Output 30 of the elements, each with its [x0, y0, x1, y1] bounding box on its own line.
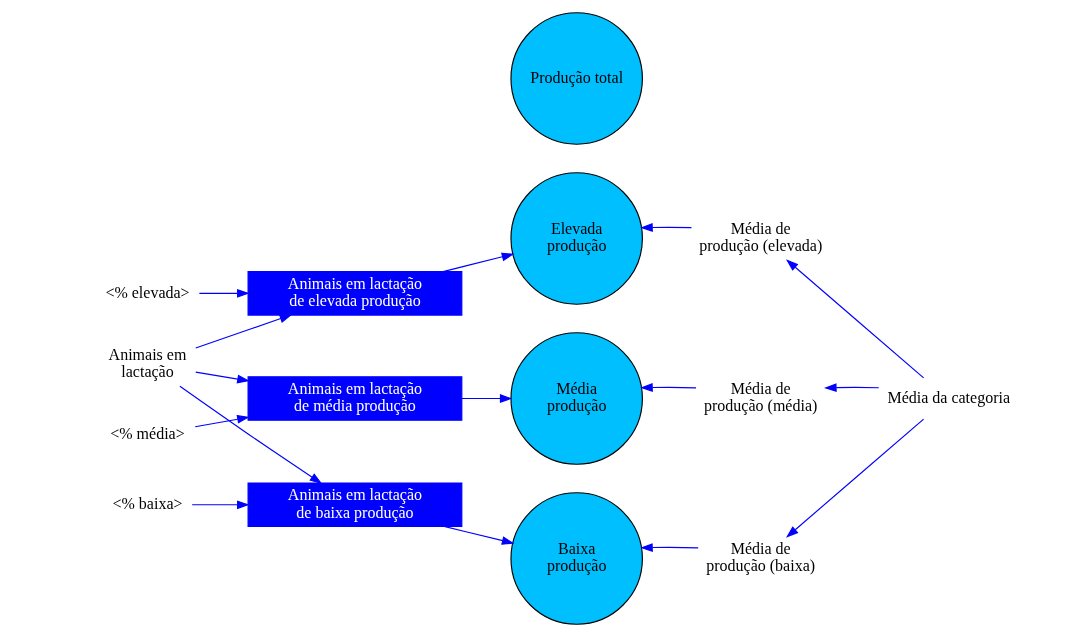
node-box: Animais em lactação de elevada produção	[247, 271, 463, 316]
arrow	[191, 500, 250, 510]
node-box: Animais em lactação de média produção	[247, 376, 463, 421]
arrow	[640, 383, 697, 392]
node-circle: Baixa produção	[510, 492, 643, 625]
arrow	[640, 543, 699, 552]
node-text: Média de produção (baixa)	[706, 540, 816, 575]
arrow	[195, 371, 250, 384]
node-circle: Média produção	[510, 332, 643, 465]
node-text: <% baixa>	[112, 495, 183, 513]
arrow	[179, 385, 323, 484]
node-circle: Elevada produção	[510, 172, 643, 305]
arrow	[785, 418, 925, 538]
arrow	[785, 259, 925, 379]
arrow	[461, 394, 513, 403]
arrow	[194, 414, 250, 428]
node-text: <% média>	[110, 425, 185, 443]
arrow	[195, 314, 293, 349]
node-text: Média da categoria	[887, 388, 1011, 406]
node-text: Animais em lactação	[108, 345, 187, 381]
arrow	[640, 223, 692, 232]
node-circle: Produção total	[510, 12, 643, 145]
node-text: Média de produção (média)	[704, 380, 818, 415]
arrow	[444, 526, 515, 545]
node-text: <% elevada>	[105, 283, 190, 301]
arrow	[198, 288, 250, 298]
node-text: Média de produção (elevada)	[699, 220, 823, 255]
arrow	[442, 252, 515, 273]
arrow	[824, 383, 880, 392]
node-box: Animais em lactação de baixa produção	[247, 482, 463, 528]
